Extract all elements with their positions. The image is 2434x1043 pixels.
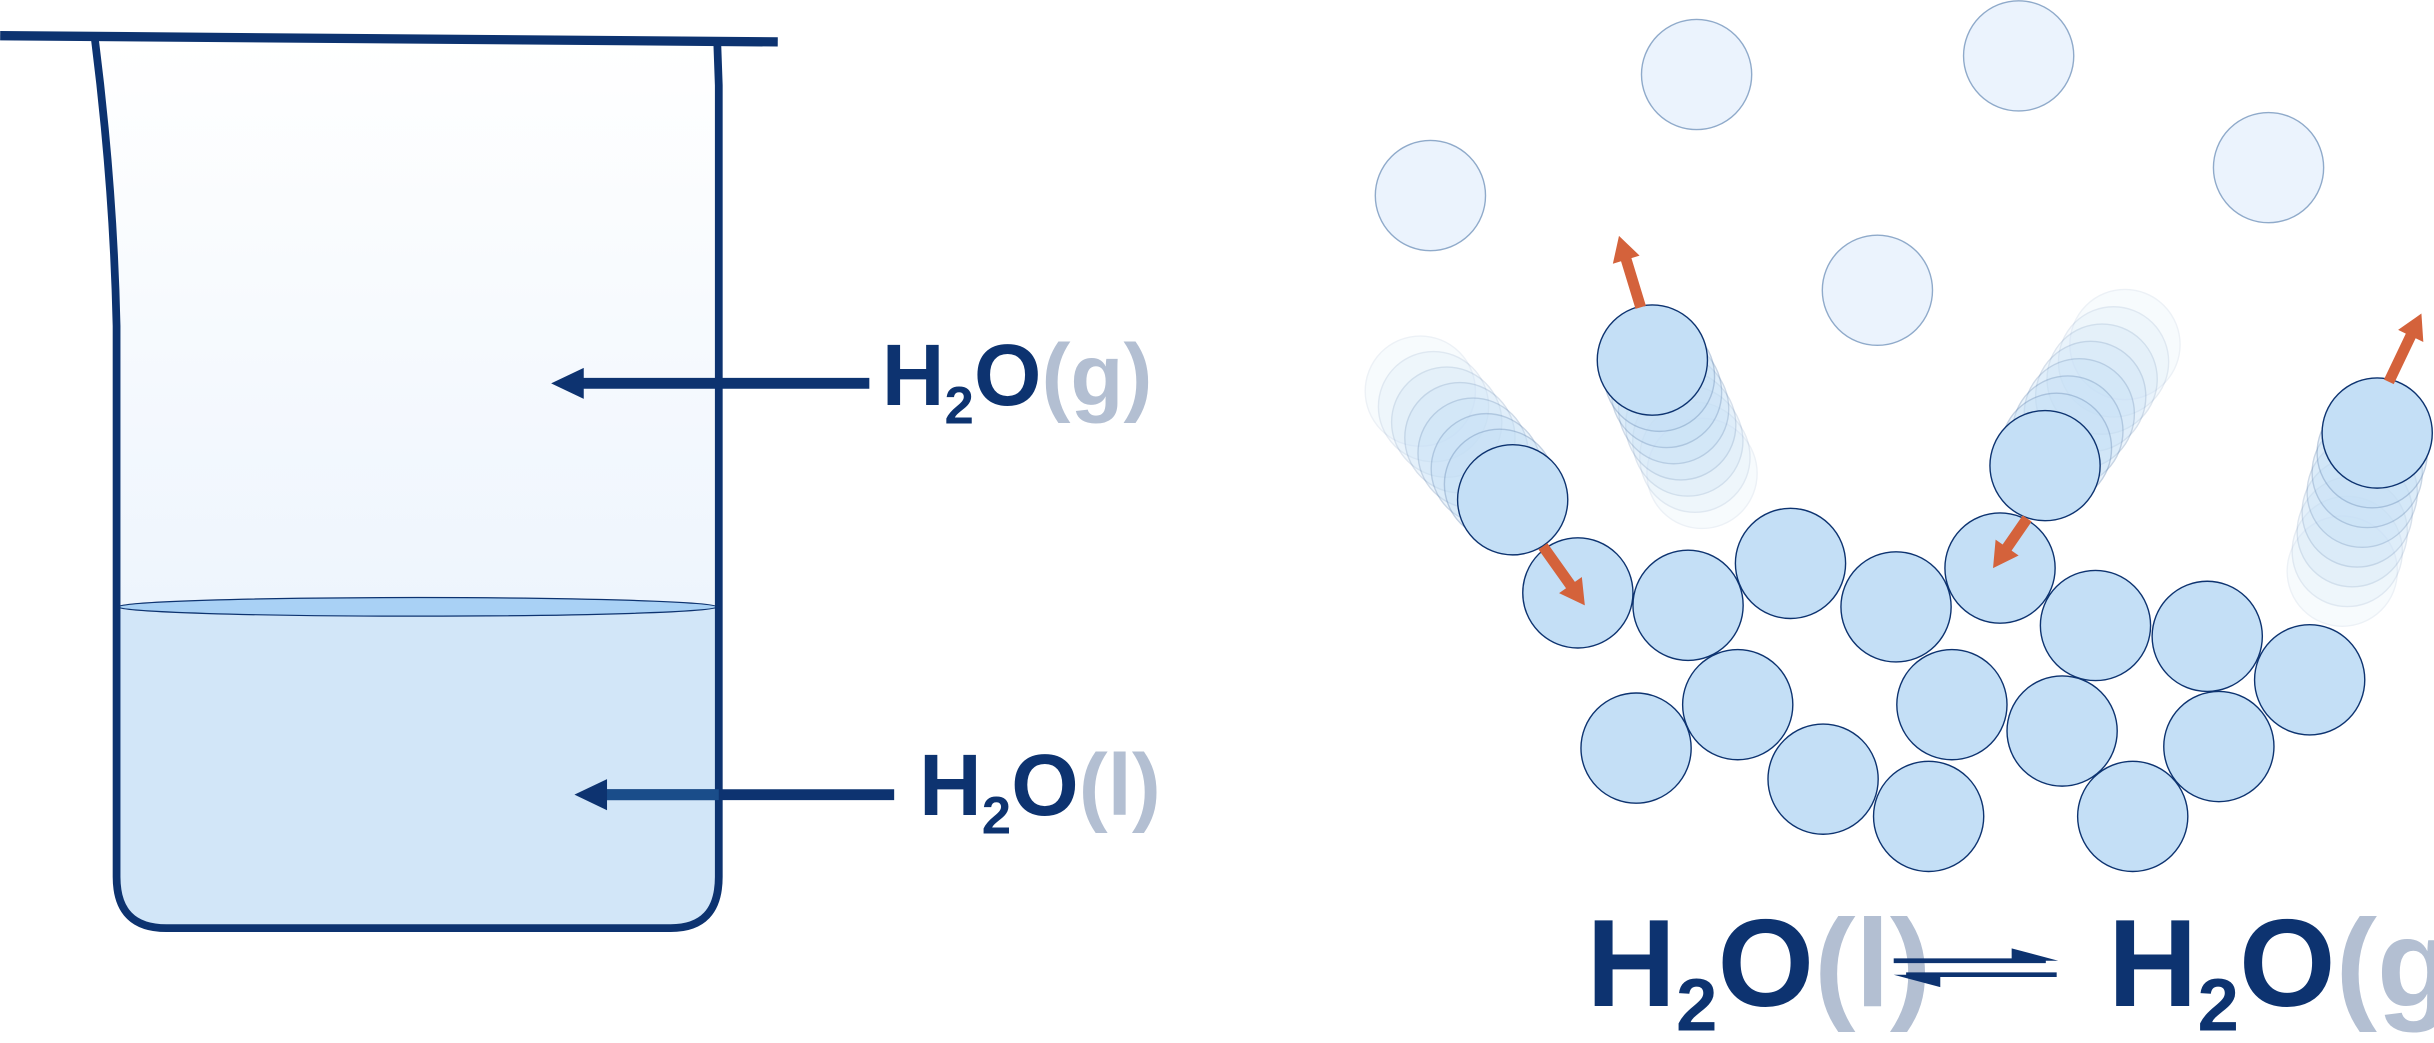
equation-left: H2O(l) xyxy=(1586,895,1931,1043)
molecule-trail xyxy=(2069,288,2181,401)
velocity-arrow-icon xyxy=(2383,313,2424,385)
molecule-trail xyxy=(1364,335,1477,447)
molecule-trail xyxy=(2046,323,2158,435)
gas-molecule xyxy=(1640,18,1753,131)
molecule-trail xyxy=(2057,306,2170,418)
velocity-arrow-icon xyxy=(1993,515,2032,569)
gas-label: H2O(g) xyxy=(882,327,1153,436)
beaker-gas-region xyxy=(96,40,719,606)
beaker-liquid xyxy=(116,605,719,929)
gas-pointer-arrow xyxy=(551,367,870,399)
liquid-molecule xyxy=(2006,675,2118,787)
velocity-arrow-icon xyxy=(1538,543,1585,606)
liquid-molecule xyxy=(2151,580,2264,693)
molecule-trail xyxy=(1646,417,1758,530)
liquid-molecule xyxy=(1944,512,2056,624)
escaping-molecule xyxy=(1596,304,1709,416)
gas-molecule xyxy=(1374,139,1487,252)
liquid-molecule xyxy=(1632,549,1744,662)
liquid-surface xyxy=(117,596,718,617)
molecules xyxy=(1364,0,2433,873)
gas-molecule xyxy=(2212,111,2325,224)
liquid-molecule xyxy=(1734,507,1847,620)
velocity-arrow-icon xyxy=(1612,235,1646,309)
liquid-molecule xyxy=(2253,624,2366,736)
gas-molecule xyxy=(1962,0,2075,112)
liquid-label: H2O(l) xyxy=(919,737,1161,846)
gas-molecule xyxy=(1821,234,1934,347)
equilibrium-arrows-icon xyxy=(1893,948,2059,988)
molecule-trail xyxy=(1639,401,1751,513)
escaping-molecule xyxy=(1456,443,1569,556)
escaping-molecule xyxy=(1989,409,2101,522)
liquid-molecule xyxy=(2039,569,2152,682)
beaker xyxy=(0,31,778,933)
liquid-molecule xyxy=(1767,723,1879,835)
beaker-rim-line xyxy=(0,31,778,47)
escaping-molecule xyxy=(2321,377,2433,489)
molecule-trail xyxy=(2286,515,2399,627)
liquid-molecule xyxy=(1896,648,2008,761)
molecule-trail xyxy=(1377,350,1490,463)
equation-right: H2O(g) xyxy=(2108,895,2434,1043)
liquid-molecule xyxy=(1872,760,1985,873)
beaker-outline xyxy=(90,38,723,933)
molecule-trail xyxy=(1390,366,1503,478)
liquid-molecule xyxy=(2076,760,2189,873)
liquid-molecule xyxy=(1840,551,1952,663)
liquid-pointer-arrow xyxy=(574,779,895,811)
liquid-molecule xyxy=(1580,692,1692,804)
liquid-molecule xyxy=(1681,648,1794,761)
liquid-molecule xyxy=(2163,690,2275,803)
molecule-trail xyxy=(2291,495,2404,608)
